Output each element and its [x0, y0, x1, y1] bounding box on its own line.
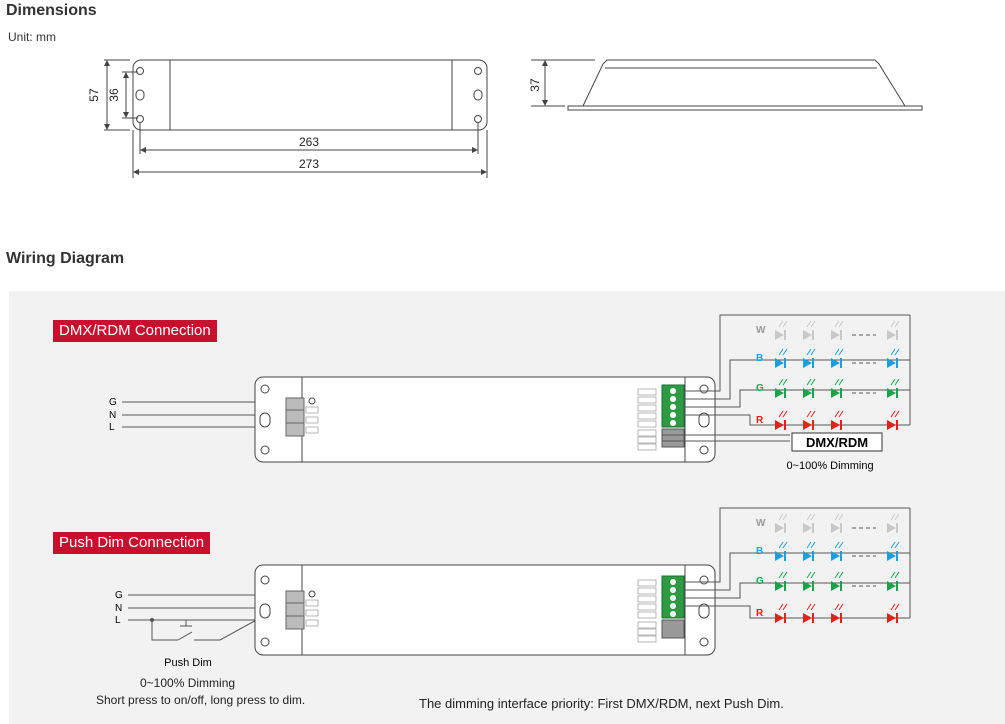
- dmx-led-icon: [887, 378, 900, 398]
- dmx-led-icon: [803, 378, 816, 398]
- push-input-terminal: [285, 590, 319, 630]
- dmx-channel-label: R: [756, 415, 764, 426]
- push-led-icon: [775, 541, 788, 561]
- push-led-icon: [887, 571, 900, 591]
- push-led-array: W B G R: [756, 513, 900, 623]
- dmx-driver-body: [254, 376, 716, 463]
- push-output-terminal: [637, 575, 685, 643]
- wiring-heading: Wiring Diagram: [6, 250, 125, 267]
- dmx-dimming-label: 0~100% Dimming: [786, 460, 873, 472]
- dmx-led-icon: [831, 410, 844, 430]
- dmx-input-terminal: [285, 397, 319, 437]
- push-input-g-label: G: [115, 590, 123, 601]
- dim-36-label: 36: [107, 88, 121, 102]
- dim-263-label: 263: [299, 135, 319, 149]
- push-led-icon: [803, 513, 816, 533]
- push-led-icon: [887, 513, 900, 533]
- push-led-icon: [775, 513, 788, 533]
- dmx-channel-label: B: [756, 353, 763, 364]
- dmx-input-g-label: G: [109, 397, 117, 408]
- dmx-led-icon: [887, 320, 900, 340]
- dmx-led-icon: [775, 320, 788, 340]
- dmx-input-n-label: N: [109, 410, 116, 421]
- push-led-icon: [803, 541, 816, 561]
- dmx-led-icon: [803, 410, 816, 430]
- push-dim-connection-badge: Push Dim Connection: [53, 532, 211, 554]
- push-led-icon: [803, 603, 816, 623]
- dmx-led-icon: [887, 348, 900, 368]
- dmx-led-icon: [803, 348, 816, 368]
- dmx-led-icon: [831, 348, 844, 368]
- push-channel-label: R: [756, 608, 764, 619]
- dmx-led-icon: [775, 378, 788, 398]
- dmx-wiring-diagram: G N L: [109, 314, 911, 472]
- unit-label: Unit: mm: [8, 30, 56, 44]
- push-led-icon: [831, 541, 844, 561]
- push-instruction-label: Short press to on/off, long press to dim…: [96, 693, 306, 707]
- push-led-icon: [831, 513, 844, 533]
- dimension-drawing-front: 57 36 263 273: [87, 59, 488, 178]
- dmx-led-icon: [775, 410, 788, 430]
- dimension-drawing-side: 37: [528, 59, 923, 111]
- priority-note: The dimming interface priority: First DM…: [419, 696, 784, 711]
- push-led-icon: [775, 603, 788, 623]
- dmx-led-icon: [887, 410, 900, 430]
- dmx-channel-label: W: [756, 325, 766, 336]
- push-channel-label: W: [756, 518, 766, 529]
- dimensions-heading: Dimensions: [6, 2, 97, 19]
- dmx-led-icon: [831, 320, 844, 340]
- dmx-led-icon: [831, 378, 844, 398]
- push-led-icon: [775, 571, 788, 591]
- push-input-l-label: L: [115, 615, 121, 626]
- dmx-input-l-label: L: [109, 422, 115, 433]
- dmx-channel-label: G: [756, 383, 764, 394]
- push-dim-wiring-diagram: G N L: [115, 507, 911, 669]
- push-led-icon: [803, 571, 816, 591]
- dmx-led-icon: [775, 348, 788, 368]
- dmx-rdm-box-label: DMX/RDM: [806, 435, 868, 450]
- push-driver-body: [254, 564, 716, 656]
- dmx-led-icon: [803, 320, 816, 340]
- dmx-output-terminal: [637, 384, 685, 451]
- push-channel-label: G: [756, 576, 764, 587]
- push-led-icon: [887, 603, 900, 623]
- push-led-icon: [887, 541, 900, 561]
- push-dimming-label: 0~100% Dimming: [140, 676, 236, 690]
- dmx-connection-badge: DMX/RDM Connection: [53, 320, 217, 342]
- push-led-icon: [831, 603, 844, 623]
- driver-body-outline: [132, 59, 488, 131]
- dim-37-label: 37: [528, 78, 542, 92]
- dim-273-label: 273: [299, 157, 319, 171]
- push-input-n-label: N: [115, 603, 122, 614]
- dim-57-label: 57: [87, 88, 101, 102]
- push-led-icon: [831, 571, 844, 591]
- dmx-led-array: W B G R: [756, 320, 900, 430]
- push-channel-label: B: [756, 546, 763, 557]
- dmx-rdm-controller: [791, 432, 883, 452]
- push-dim-label: Push Dim: [164, 657, 212, 669]
